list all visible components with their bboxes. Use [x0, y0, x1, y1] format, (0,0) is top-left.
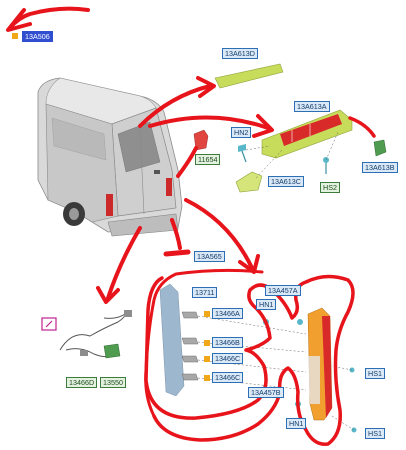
part-label-13a565[interactable]: 13A565 [194, 251, 225, 262]
cargo-lamp-13a613c [235, 171, 263, 193]
part-label-13466c-upper[interactable]: 13466C [212, 353, 244, 364]
part-label-hn1-lower[interactable]: HN1 [286, 418, 307, 429]
part-label-hs1-upper[interactable]: HS1 [365, 368, 385, 379]
bullet-square-icon [12, 33, 18, 39]
wiring-harness-13466d [59, 310, 132, 358]
part-label-13a613c[interactable]: 13A613C [268, 176, 304, 187]
part-label-13a613b[interactable]: 13A613B [362, 162, 398, 173]
part-label-13466c-lower[interactable]: 13466C [212, 372, 244, 383]
part-label-13a613d[interactable]: 13A613D [222, 48, 258, 59]
part-label-13a613a[interactable]: 13A613A [294, 101, 330, 112]
part-label-13711[interactable]: 13711 [192, 287, 218, 298]
part-label-13466b[interactable]: 13466B [212, 337, 243, 348]
part-label-13466a[interactable]: 13466A [212, 308, 243, 319]
dashed-leader-lines [245, 131, 339, 179]
screw-hn2 [238, 144, 247, 163]
bullet-square-icon [204, 340, 210, 346]
tail-lamp-housing-13711 [159, 283, 185, 397]
part-label-hn2[interactable]: HN2 [231, 127, 252, 138]
connector-13550 [103, 343, 121, 359]
tail-lamp-lens [307, 307, 333, 421]
part-label-13466d[interactable]: 13466D [66, 377, 98, 388]
part-label-hs2[interactable]: HS2 [320, 182, 340, 193]
part-label-hs1-lower[interactable]: HS1 [365, 428, 385, 439]
bullet-square-icon [204, 356, 210, 362]
part-label-hn1-upper[interactable]: HN1 [256, 299, 277, 310]
red-annotation-marks [6, 6, 376, 446]
part-label-13a506[interactable]: 13A506 [22, 31, 53, 42]
bulb-sockets [181, 311, 199, 381]
high-mount-stop-lamp-13a613a [261, 109, 353, 159]
part-label-11654[interactable]: 11654 [195, 154, 221, 165]
part-label-13a457a[interactable]: 13A457A [265, 285, 301, 296]
lamp-bulb-13a613b [373, 139, 387, 157]
van-illustration [37, 77, 183, 237]
magnifier-callout-icon [41, 317, 57, 331]
bullet-square-icon [204, 311, 210, 317]
part-label-13a457b[interactable]: 13A457B [248, 387, 284, 398]
rear-lamp-strip-13a613d [214, 63, 284, 89]
bullet-square-icon [204, 375, 210, 381]
part-label-13550[interactable]: 13550 [100, 377, 126, 388]
